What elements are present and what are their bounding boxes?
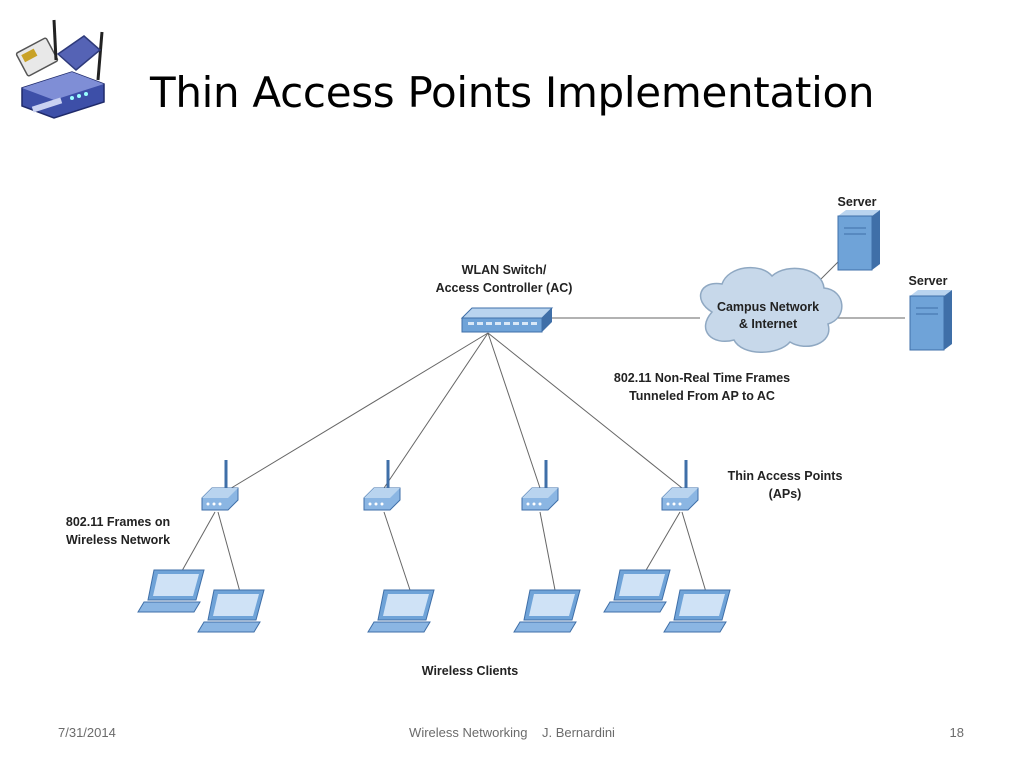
footer-center-text: Wireless Networking J. Bernardini — [409, 725, 615, 740]
controller-label-line2: Access Controller (AC) — [436, 281, 573, 295]
laptop-icon — [663, 589, 731, 633]
page-number: 18 — [949, 725, 964, 740]
server-label-2: Server — [909, 274, 948, 288]
frames-label-line1: 802.11 Frames on — [66, 515, 170, 529]
server-1-icon — [837, 209, 881, 271]
campus-network-cloud-icon — [699, 266, 843, 353]
tunnel-label-line1: 802.11 Non-Real Time Frames — [614, 371, 790, 385]
access-point-icon — [200, 458, 240, 512]
laptop-icon — [513, 589, 581, 633]
cloud-label-line2: & Internet — [739, 317, 798, 331]
tunnel-label-line2: Tunneled From AP to AC — [629, 389, 775, 403]
footer-date: 7/31/2014 — [58, 725, 116, 740]
server-2-icon — [909, 289, 953, 351]
ap-label-line2: (APs) — [769, 487, 802, 501]
slide-title: Thin Access Points Implementation — [150, 68, 875, 117]
clients-label: Wireless Clients — [422, 664, 519, 678]
server-label-1: Server — [838, 195, 877, 209]
frames-label-line2: Wireless Network — [66, 533, 170, 547]
access-controller-icon — [460, 307, 554, 333]
laptop-icon — [137, 569, 205, 613]
laptop-icon — [367, 589, 435, 633]
laptop-icon — [603, 569, 671, 613]
laptop-icon — [197, 589, 265, 633]
access-point-icon — [660, 458, 700, 512]
router-logo-icon — [15, 19, 105, 119]
access-point-icon — [520, 458, 560, 512]
access-point-icon — [362, 458, 402, 512]
ap-label-line1: Thin Access Points — [728, 469, 843, 483]
controller-label-line1: WLAN Switch/ — [462, 263, 547, 277]
cloud-label-line1: Campus Network — [717, 300, 819, 314]
